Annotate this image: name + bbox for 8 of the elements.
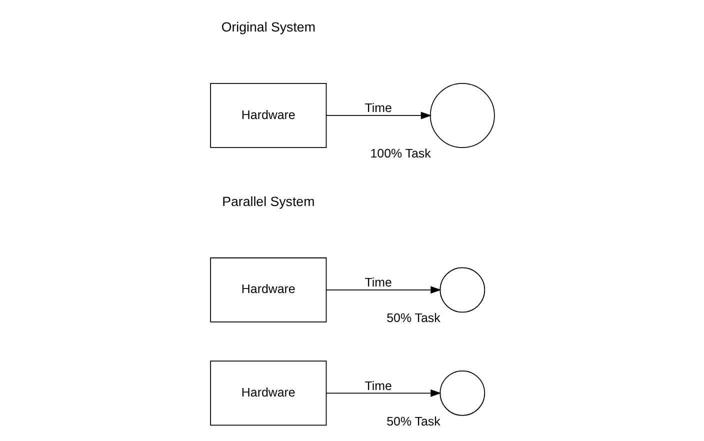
edge-label: Time [364, 276, 392, 290]
label: Parallel System [222, 194, 314, 209]
edge-label: Time [364, 378, 392, 393]
node-label: 50% Task [386, 414, 440, 428]
label: Original System [220, 19, 315, 34]
node-label: 50% Task [386, 311, 440, 326]
node-label: 100% Task [370, 146, 430, 160]
edge-label: Time [364, 101, 392, 116]
